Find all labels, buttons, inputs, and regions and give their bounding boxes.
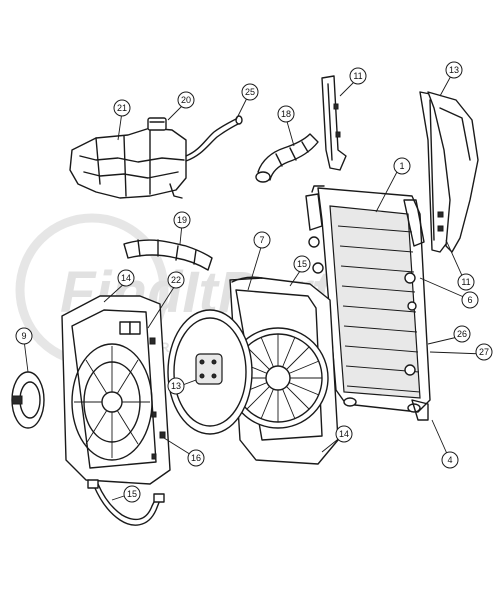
- callout-18: 18: [277, 105, 295, 123]
- callout-22: 22: [167, 271, 185, 289]
- coolant-reservoir: [69, 115, 243, 199]
- callout-19: 19: [173, 211, 191, 229]
- svg-text:15: 15: [297, 259, 307, 269]
- fan-disk: [167, 309, 253, 435]
- callout-13-top: 13: [445, 61, 463, 79]
- fan-motor: [11, 371, 45, 429]
- lower-radiator-hose: [123, 239, 213, 271]
- callout-9: 9: [15, 327, 33, 345]
- svg-text:16: 16: [191, 453, 201, 463]
- air-deflector: [427, 91, 479, 253]
- callout-11-top: 11: [349, 67, 367, 85]
- svg-text:19: 19: [177, 215, 187, 225]
- svg-text:18: 18: [281, 109, 291, 119]
- svg-text:6: 6: [467, 295, 472, 305]
- svg-text:9: 9: [21, 331, 26, 341]
- svg-text:11: 11: [461, 277, 470, 287]
- callout-6: 6: [461, 291, 479, 309]
- callout-4: 4: [441, 451, 459, 469]
- callout-14-right: 14: [335, 425, 353, 443]
- callout-11-right: 11: [457, 273, 475, 291]
- svg-text:14: 14: [339, 429, 349, 439]
- callout-15-top: 15: [293, 255, 311, 273]
- fan-blades-right: [234, 334, 322, 422]
- callout-16: 16: [187, 449, 205, 467]
- svg-text:27: 27: [479, 347, 489, 357]
- callout-7: 7: [253, 231, 271, 249]
- fan-shroud-left: [61, 295, 171, 485]
- callout-20: 20: [177, 91, 195, 109]
- callout-1: 1: [393, 157, 411, 175]
- callout-27: 27: [475, 343, 493, 361]
- svg-text:15: 15: [127, 489, 137, 499]
- callout-14-left: 14: [117, 269, 135, 287]
- radiator-bracket-left: [321, 75, 347, 171]
- svg-text:14: 14: [121, 273, 131, 283]
- callout-21: 21: [113, 99, 131, 117]
- callout-26: 26: [453, 325, 471, 343]
- svg-text:21: 21: [117, 103, 127, 113]
- svg-text:20: 20: [181, 95, 191, 105]
- callout-25: 25: [241, 83, 259, 101]
- callout-13-center: 13: [167, 377, 185, 395]
- upper-radiator-hose: [255, 133, 319, 183]
- svg-text:1: 1: [399, 161, 404, 171]
- callout-15-bottom: 15: [123, 485, 141, 503]
- fan-blades-left: [74, 346, 150, 458]
- svg-text:4: 4: [447, 455, 452, 465]
- svg-text:25: 25: [245, 87, 255, 97]
- fan-shroud-right: [227, 276, 339, 465]
- svg-text:26: 26: [457, 329, 467, 339]
- wiring-harness: [87, 479, 165, 526]
- svg-text:13: 13: [449, 65, 459, 75]
- radiator: [305, 185, 431, 421]
- svg-text:7: 7: [259, 235, 264, 245]
- svg-text:13: 13: [171, 381, 181, 391]
- svg-text:11: 11: [353, 71, 362, 81]
- svg-text:22: 22: [171, 275, 181, 285]
